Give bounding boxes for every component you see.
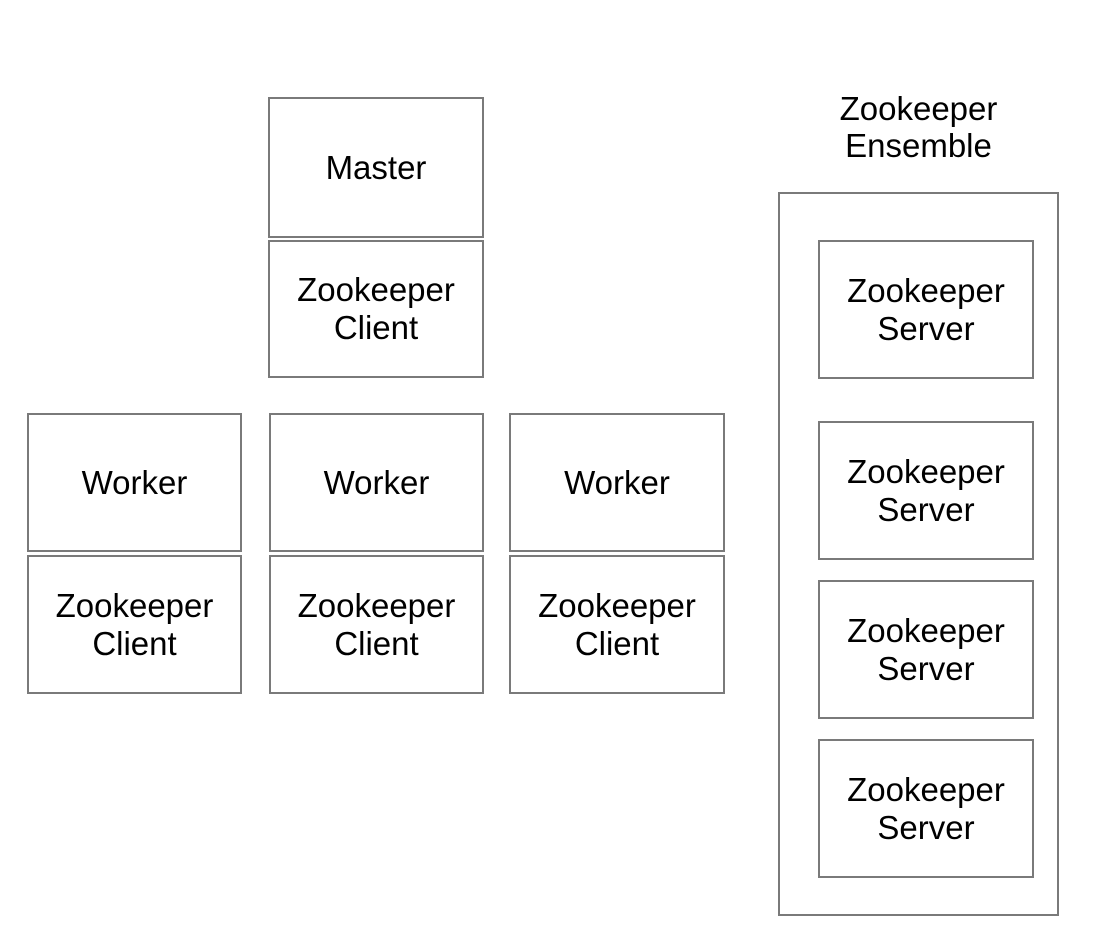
- master-zookeeper-client-box: Zookeeper Client: [268, 240, 484, 378]
- worker-box: Worker: [269, 413, 484, 552]
- zookeeper-server-label: Zookeeper Server: [847, 271, 1005, 347]
- worker-zookeeper-client-label: Zookeeper Client: [55, 586, 214, 662]
- master-label: Master: [325, 148, 427, 186]
- worker-zookeeper-client-label: Zookeeper Client: [297, 586, 456, 662]
- worker-label: Worker: [564, 463, 670, 501]
- zookeeper-server-box: Zookeeper Server: [818, 240, 1034, 379]
- worker-label: Worker: [81, 463, 188, 501]
- zookeeper-server-label: Zookeeper Server: [847, 452, 1005, 528]
- worker-label: Worker: [323, 463, 430, 501]
- zookeeper-server-box: Zookeeper Server: [818, 739, 1034, 878]
- worker-zookeeper-client-box: Zookeeper Client: [27, 555, 242, 694]
- master-box: Master: [268, 97, 484, 238]
- worker-zookeeper-client-box: Zookeeper Client: [269, 555, 484, 694]
- zookeeper-server-box: Zookeeper Server: [818, 580, 1034, 719]
- worker-zookeeper-client-box: Zookeeper Client: [509, 555, 725, 694]
- ensemble-title: Zookeeper Ensemble: [839, 90, 998, 164]
- zookeeper-server-box: Zookeeper Server: [818, 421, 1034, 560]
- zookeeper-server-label: Zookeeper Server: [847, 770, 1005, 846]
- worker-box: Worker: [27, 413, 242, 552]
- worker-zookeeper-client-label: Zookeeper Client: [538, 586, 696, 662]
- master-zookeeper-client-label: Zookeeper Client: [297, 271, 455, 346]
- worker-box: Worker: [509, 413, 725, 552]
- zookeeper-server-label: Zookeeper Server: [847, 611, 1005, 687]
